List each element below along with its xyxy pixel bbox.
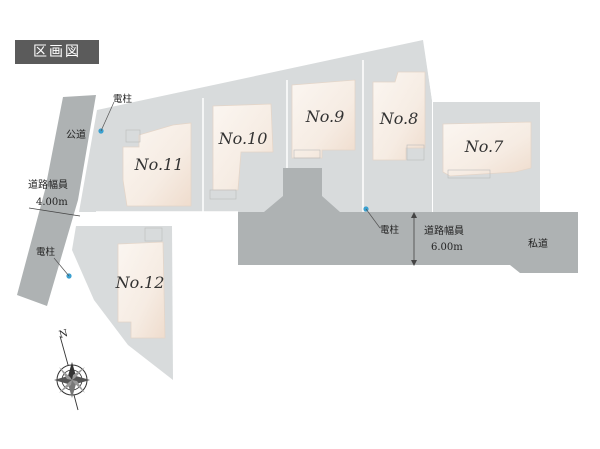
utility-pole-left-leader — [53, 257, 70, 277]
lot-label-11: No.11 — [134, 155, 184, 174]
east-road-arrow-top — [411, 212, 417, 218]
utility-pole-top-label: 電柱 — [113, 93, 133, 105]
house-8 — [372, 71, 426, 161]
lot-label-12: No.12 — [115, 273, 165, 292]
private-road-label: 私道 — [528, 237, 548, 250]
east-road-width-label: 道路幅員 — [424, 224, 464, 237]
utility-pole-left-label: 電柱 — [36, 246, 56, 258]
house-10 — [209, 103, 274, 200]
public-road-label: 公道 — [66, 128, 86, 141]
lot-label-8: No.8 — [379, 109, 419, 128]
utility-pole-middle-label: 電柱 — [380, 224, 400, 236]
house-9 — [291, 79, 356, 159]
compass-rose-icon — [54, 335, 90, 411]
utility-pole-top-leader — [100, 101, 115, 132]
house-11 — [122, 122, 192, 207]
east-road-arrow-bottom — [411, 260, 417, 266]
west-road-width-value: 4.00m — [36, 197, 68, 208]
lot-label-10: No.10 — [218, 129, 268, 148]
house-7 — [442, 121, 532, 179]
west-road-width-line — [28, 207, 81, 217]
lot-label-7: No.7 — [464, 137, 504, 156]
lot-dividers — [202, 45, 434, 212]
east-road-width-value: 6.00m — [431, 242, 463, 253]
page-title: 区画図 — [15, 40, 99, 64]
west-road-width-label: 道路幅員 — [28, 178, 68, 191]
public-road-west — [17, 95, 96, 306]
private-road — [238, 168, 578, 273]
utility-pole-middle-leader — [365, 208, 381, 229]
lot-label-9: No.9 — [305, 107, 345, 126]
house-12 — [117, 227, 166, 339]
compass-north-label: N — [58, 328, 70, 341]
